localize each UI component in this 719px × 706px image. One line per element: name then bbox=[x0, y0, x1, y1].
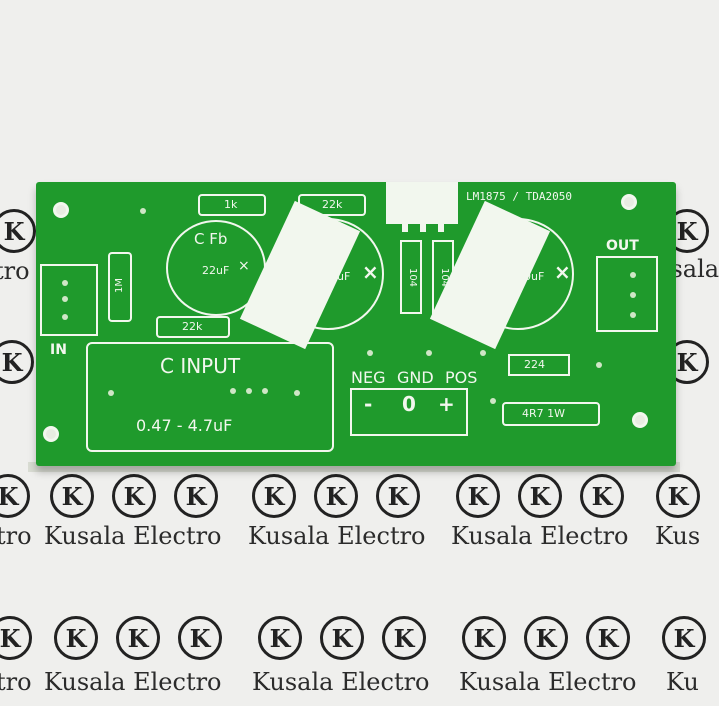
watermark-brand: Kusala Electro bbox=[451, 522, 629, 550]
brand-logo-icon: K bbox=[0, 474, 30, 518]
input-capacitor-area: C INPUT 0.47 - 4.7uF bbox=[86, 342, 334, 452]
chip-footprint bbox=[386, 182, 458, 232]
watermark-row-bottom: K K K K K K K K K K K tro Kusala Electro… bbox=[0, 610, 706, 696]
brand-logo-icon: K bbox=[382, 616, 426, 660]
plus-sign-icon: + bbox=[438, 392, 455, 416]
solder-pad bbox=[490, 398, 496, 404]
resistor-224: 224 bbox=[508, 354, 570, 376]
brand-logo-icon: K bbox=[178, 616, 222, 660]
watermark-brand: Kusala Electro bbox=[459, 668, 637, 696]
watermark-fragment: tro bbox=[0, 668, 32, 696]
solder-pad bbox=[426, 350, 432, 356]
capacitor-220uf-left: 220uF × bbox=[239, 200, 384, 350]
brand-logo-icon: K bbox=[0, 340, 34, 384]
brand-logo-icon: K bbox=[258, 616, 302, 660]
brand-logo-icon: K bbox=[0, 616, 32, 660]
output-label: OUT bbox=[606, 238, 639, 254]
solder-pad bbox=[140, 208, 146, 214]
brand-logo-icon: K bbox=[112, 474, 156, 518]
brand-logo-icon: K bbox=[314, 474, 358, 518]
pcb-edge bbox=[28, 462, 680, 472]
capacitor-104-left: 104 bbox=[400, 240, 422, 314]
power-label-pos: POS bbox=[445, 368, 478, 387]
brand-logo-icon: K bbox=[518, 474, 562, 518]
input-connector bbox=[40, 264, 98, 336]
resistor-4r7: 4R7 1W bbox=[502, 402, 600, 426]
resistor-22k-bottom: 22k bbox=[156, 316, 230, 338]
mounting-hole-icon bbox=[621, 194, 637, 210]
solder-pad bbox=[367, 350, 373, 356]
brand-logo-icon: K bbox=[116, 616, 160, 660]
brand-logo-icon: K bbox=[662, 616, 706, 660]
mounting-hole-icon bbox=[43, 426, 59, 442]
polarity-mark-icon: × bbox=[362, 260, 379, 284]
resistor-1m: 1M bbox=[108, 252, 132, 322]
input-label: IN bbox=[50, 342, 67, 358]
pcb-board: LM1875 / TDA2050 1k 22k 1M 22k C Fb 22uF… bbox=[36, 182, 676, 466]
solder-pad bbox=[480, 350, 486, 356]
power-label-gnd: GND bbox=[397, 368, 434, 387]
brand-logo-icon: K bbox=[586, 616, 630, 660]
watermark-row-top-left: K tro bbox=[0, 205, 706, 285]
power-label-neg: NEG bbox=[351, 368, 386, 387]
brand-logo-icon: K bbox=[524, 616, 568, 660]
brand-logo-icon: K bbox=[580, 474, 624, 518]
mounting-hole-icon bbox=[632, 412, 648, 428]
watermark-brand: Kusala Electro bbox=[252, 668, 430, 696]
brand-logo-icon: K bbox=[54, 616, 98, 660]
brand-logo-icon: K bbox=[320, 616, 364, 660]
watermark-row-middle: K K K K K K K K K K K tro Kusala Electro… bbox=[0, 468, 706, 550]
solder-pad bbox=[230, 388, 236, 394]
watermark-fragment: Ku bbox=[666, 668, 699, 696]
zero-sign-icon: 0 bbox=[402, 392, 416, 416]
brand-logo-icon: K bbox=[252, 474, 296, 518]
brand-logo-icon: K bbox=[174, 474, 218, 518]
watermark-fragment: Kus bbox=[655, 522, 701, 550]
brand-logo-icon: K bbox=[456, 474, 500, 518]
minus-sign-icon: - bbox=[364, 392, 373, 416]
capacitor-220uf-right: 220uF × bbox=[429, 200, 574, 350]
chip-label: LM1875 / TDA2050 bbox=[466, 190, 572, 203]
output-connector bbox=[596, 256, 658, 332]
brand-logo-icon: K bbox=[376, 474, 420, 518]
power-connector: - 0 + bbox=[350, 388, 468, 436]
brand-logo-icon: K bbox=[462, 616, 506, 660]
brand-logo-icon: K bbox=[0, 209, 36, 253]
watermark-brand: Kusala Electro bbox=[44, 522, 222, 550]
mounting-hole-icon bbox=[53, 202, 69, 218]
watermark-brand: Kusala Electro bbox=[248, 522, 426, 550]
watermark-brand: Kusala Electro bbox=[44, 668, 222, 696]
watermark-fragment: tro bbox=[0, 257, 30, 285]
watermark-fragment: tro bbox=[0, 522, 32, 550]
polarity-mark-icon: × bbox=[554, 260, 571, 284]
solder-pad bbox=[596, 362, 602, 368]
solder-pad bbox=[262, 388, 268, 394]
resistor-1k: 1k bbox=[198, 194, 266, 216]
polarity-mark-icon: × bbox=[238, 258, 250, 274]
brand-logo-icon: K bbox=[656, 474, 700, 518]
brand-logo-icon: K bbox=[50, 474, 94, 518]
solder-pad bbox=[246, 388, 252, 394]
